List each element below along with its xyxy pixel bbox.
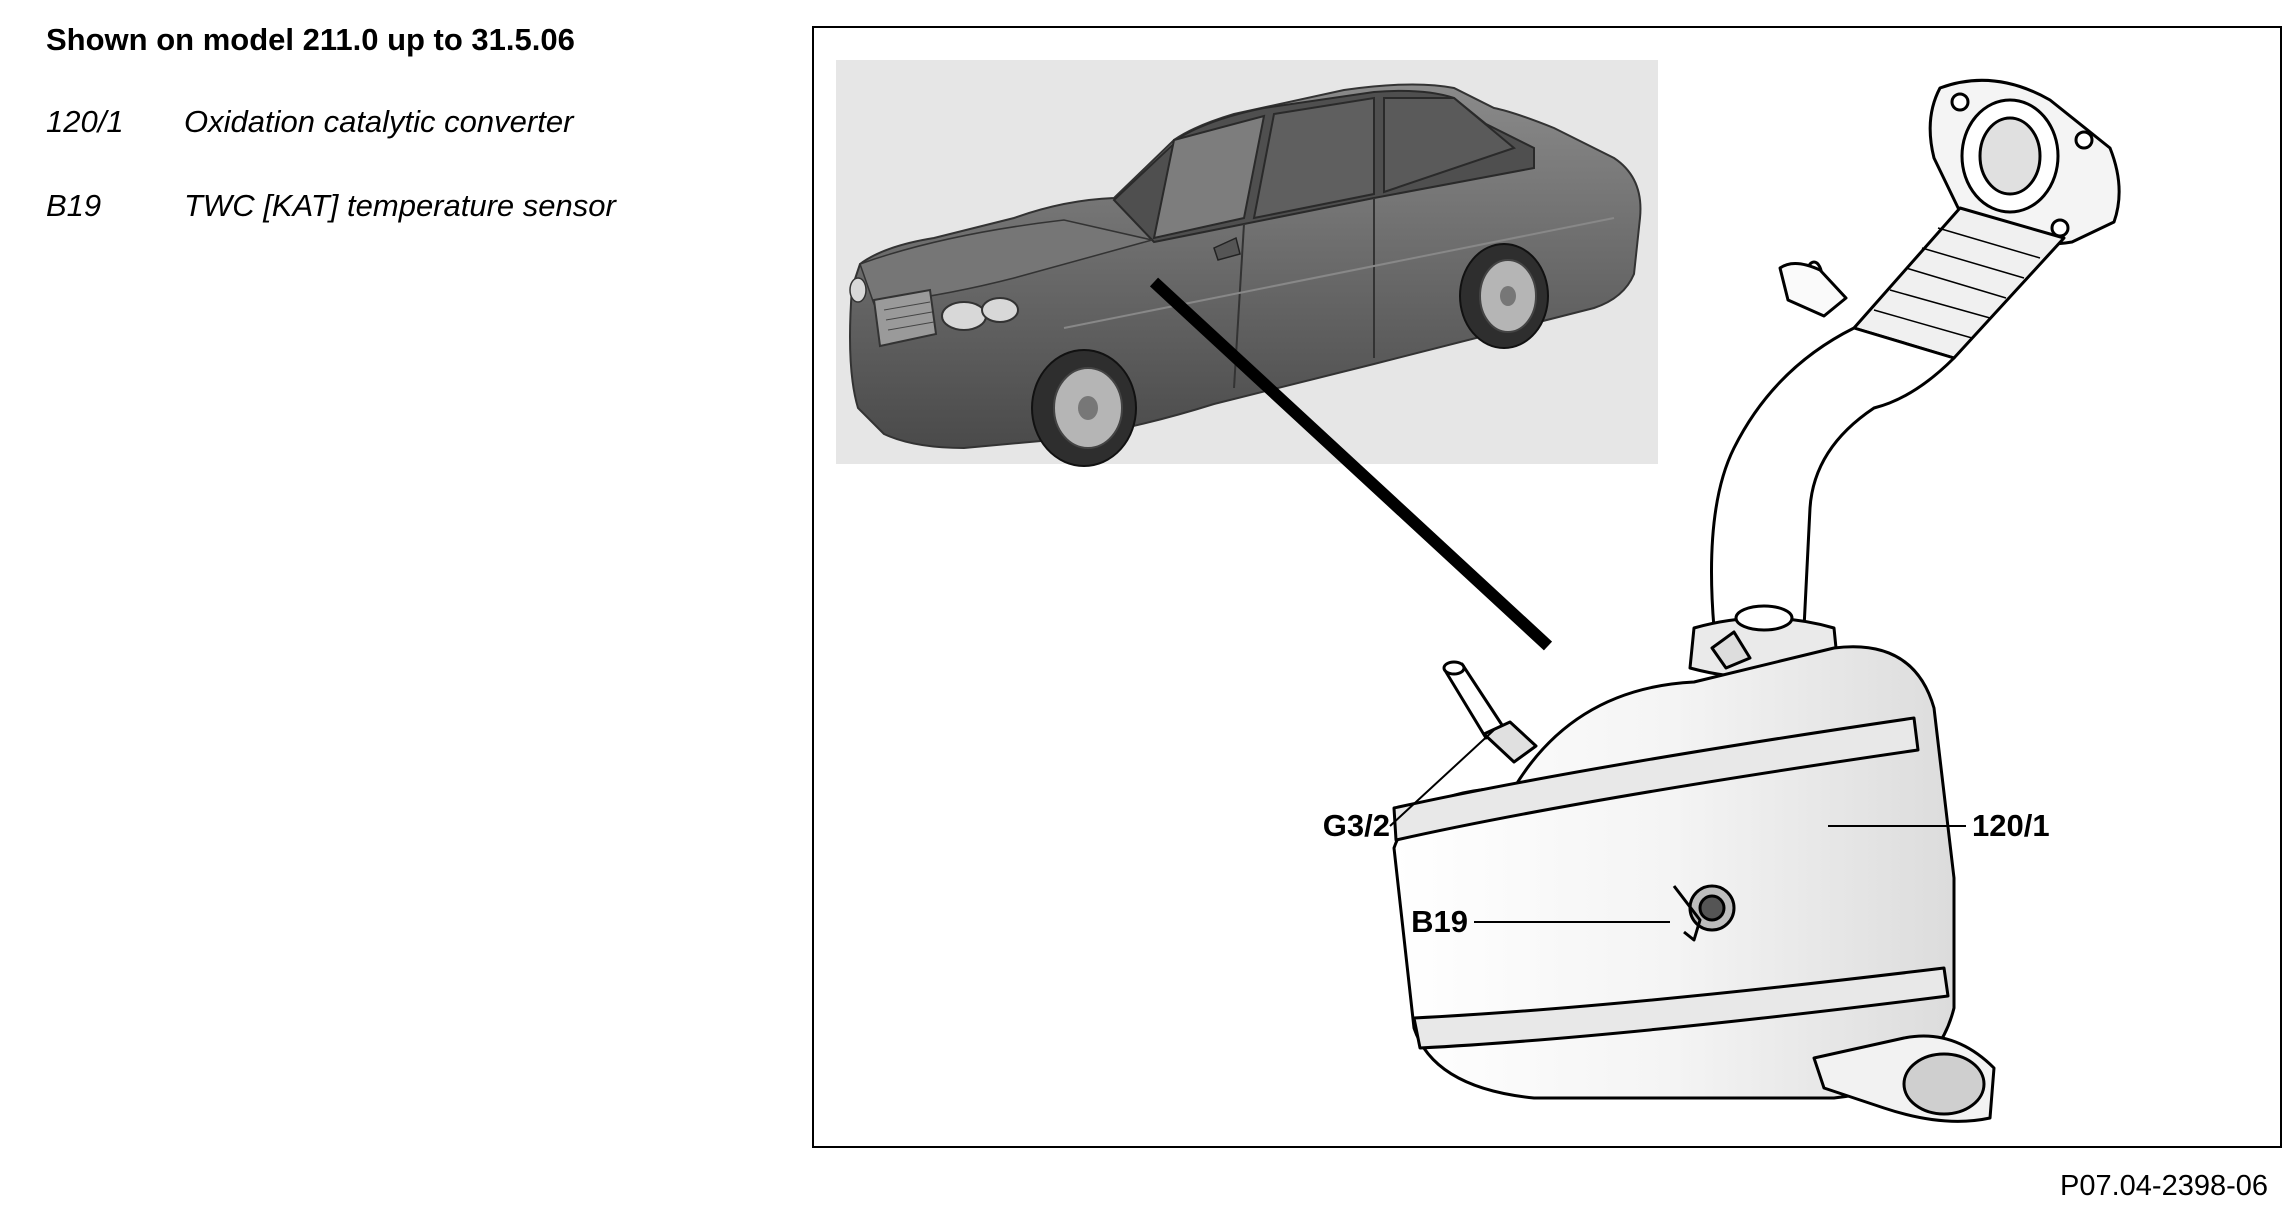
legend-code: 120/1 (46, 104, 124, 139)
callout-line-g3-2 (1389, 729, 1495, 827)
location-pointer (1149, 277, 1553, 651)
legend-code: B19 (46, 188, 102, 223)
car-icon (849, 83, 1642, 467)
callout-label-b19: B19 (1411, 904, 1468, 939)
figure-code: P07.04-2398-06 (2060, 1170, 2268, 1202)
legend-description: TWC [KAT] temperature sensor (184, 188, 616, 223)
illustration-frame: G3/2 120/1 B19 (812, 26, 2282, 1148)
legend-description: Oxidation catalytic converter (184, 104, 574, 139)
diagram-heading: Shown on model 211.0 up to 31.5.06 (46, 22, 575, 57)
catalytic-converter-illustration (1392, 78, 2121, 1123)
vehicle-overview (836, 60, 1658, 467)
callout-label-120-1: 120/1 (1972, 808, 2050, 843)
illustration-svg: G3/2 120/1 B19 (836, 60, 2121, 1123)
callout-label-g3-2: G3/2 (1323, 808, 1390, 843)
